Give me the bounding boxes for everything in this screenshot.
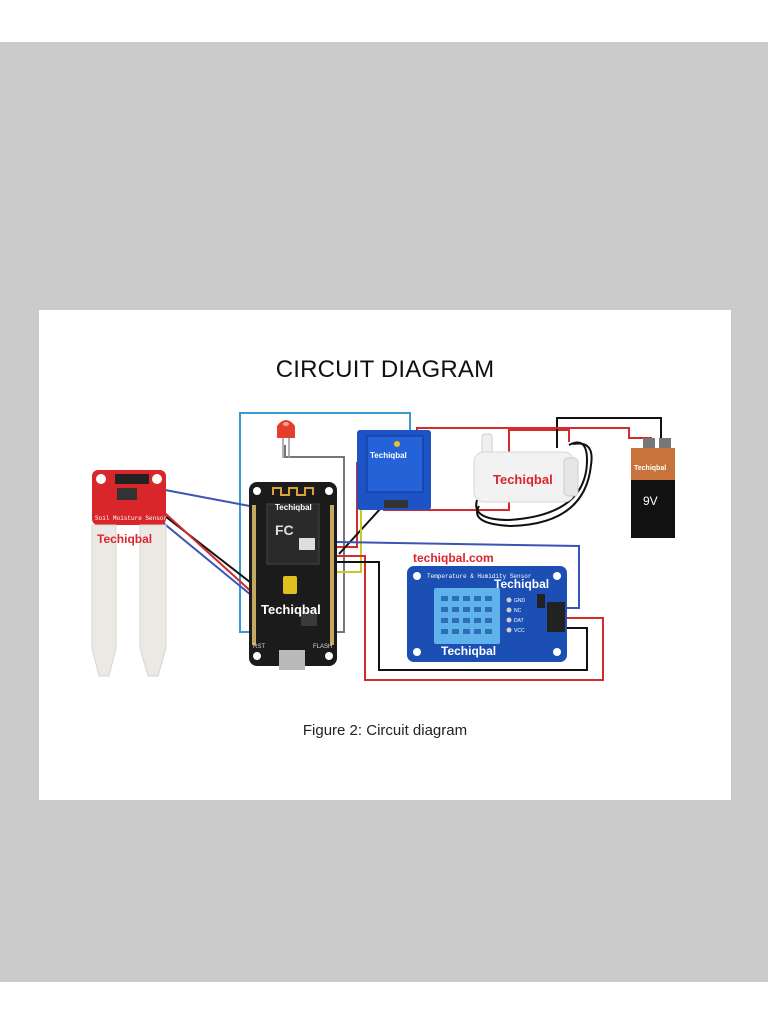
board-small-watermark: Techiqbal — [275, 503, 312, 512]
relay-watermark: Techiqbal — [370, 451, 407, 460]
dht-pin-4: VCC — [514, 628, 525, 634]
battery-9v: Techiqbal 9V — [631, 438, 675, 538]
battery-label: 9V — [643, 494, 658, 508]
wire-black-battery — [556, 417, 662, 448]
dht-watermark-top: Techiqbal — [494, 577, 549, 591]
wire-lightblue-relay — [239, 412, 411, 633]
dht-pin-3: DAT — [514, 618, 524, 624]
pump-watermark: Techiqbal — [493, 472, 553, 487]
dht-label: Temperature & Humidity Sensor — [427, 573, 532, 580]
fcc-logo: FC — [275, 522, 294, 538]
diagram-title: CIRCUIT DIAGRAM — [275, 356, 495, 383]
wire-blue-dht — [336, 541, 580, 609]
figure-caption: Figure 2: Circuit diagram — [302, 722, 468, 739]
wire-red-dht — [337, 555, 604, 681]
rst-label: RST — [253, 644, 265, 650]
soil-sensor-label: Soil Moisture Sensor — [95, 515, 167, 522]
flash-label: FLASH — [313, 644, 332, 650]
nodemcu-board: FC RST FLASH Techiqbal Techiqbal — [249, 482, 337, 670]
battery-watermark: Techiqbal — [634, 465, 666, 472]
dht-pin-1: GND — [514, 598, 526, 604]
led — [277, 420, 295, 458]
figure-card: CIRCUIT DIAGRAM — [39, 310, 731, 800]
soil-sensor-watermark: Techiqbal — [97, 532, 152, 546]
water-pump: Techiqbal — [473, 433, 593, 528]
soil-moisture-sensor: Soil Moisture Sensor Techiqbal — [91, 470, 167, 677]
circuit-diagram: Soil Moisture Sensor Techiqbal FC — [91, 412, 675, 681]
dht-pin-2: NC — [514, 608, 522, 614]
wire-black-dht — [337, 561, 588, 671]
board-watermark: Techiqbal — [261, 602, 321, 617]
wire-gray-led — [284, 445, 345, 633]
dht-watermark-bottom: Techiqbal — [441, 644, 496, 658]
dht-sensor-module: Temperature & Humidity Sensor Techiqbal … — [407, 566, 567, 662]
relay-module: Techiqbal — [357, 430, 431, 510]
website-label: techiqbal.com — [413, 551, 494, 565]
